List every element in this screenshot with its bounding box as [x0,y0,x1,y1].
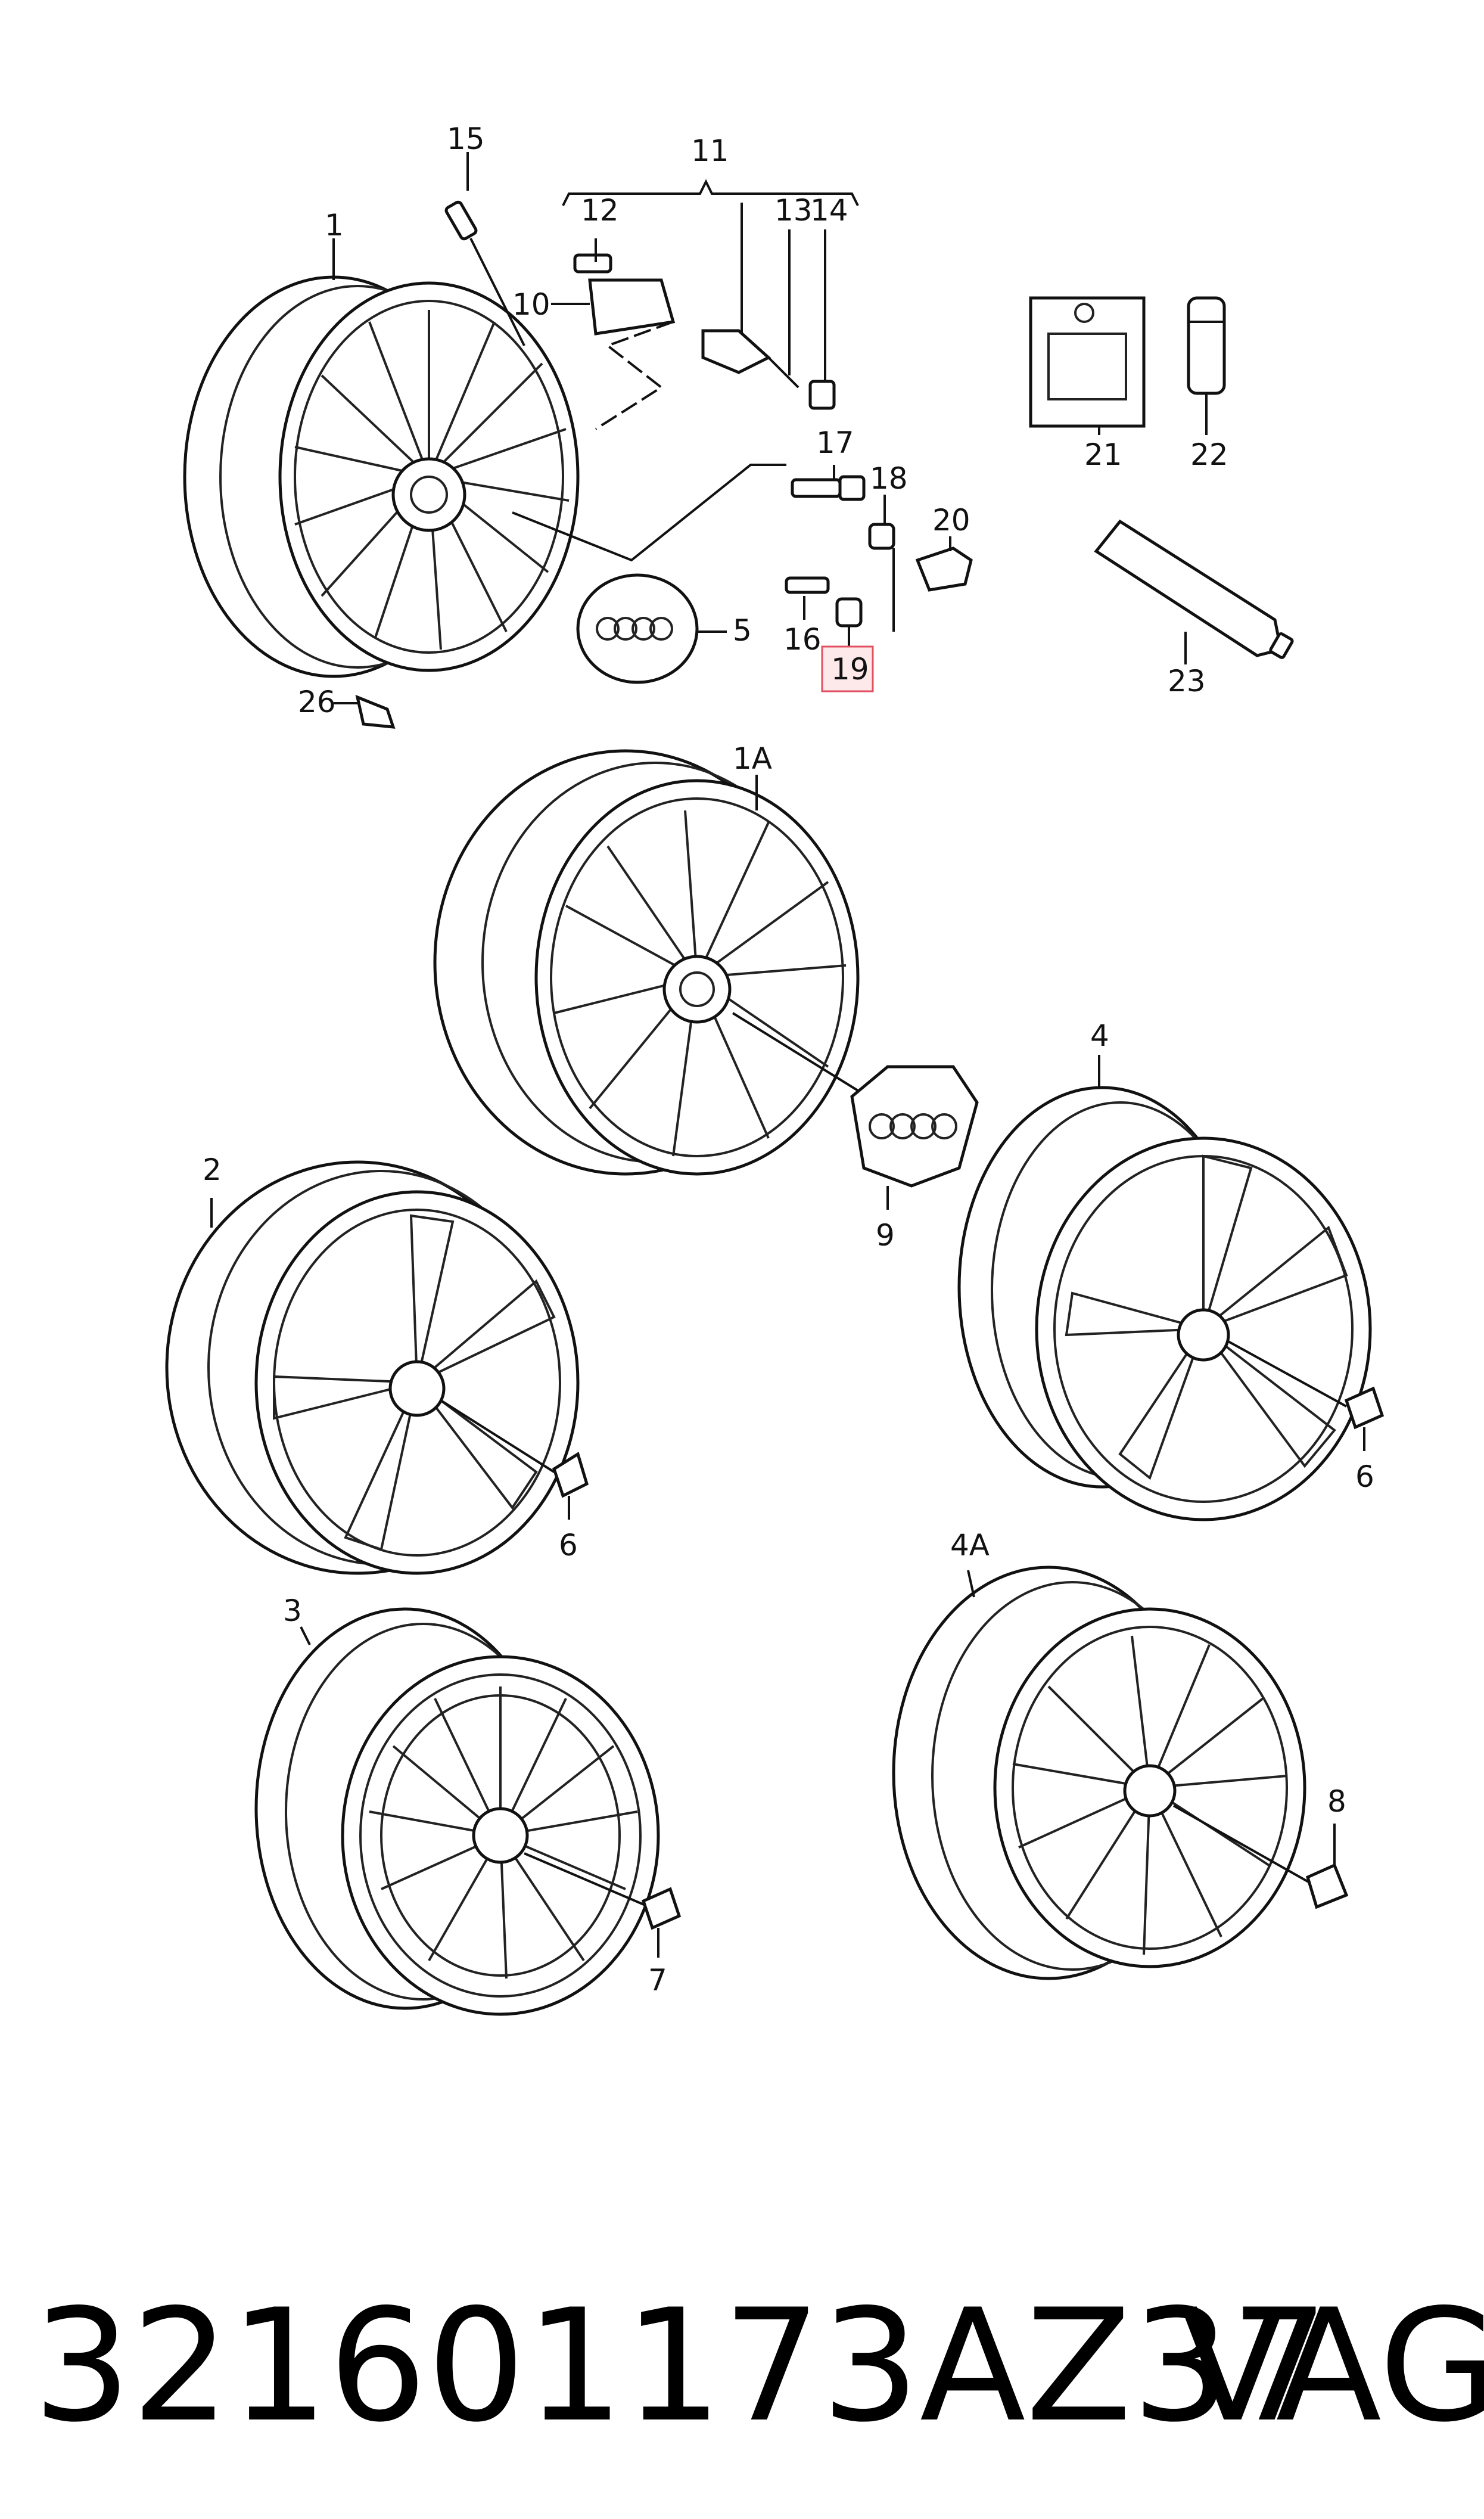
wheel-1A [433,749,860,1176]
label-9: 9 [876,1218,895,1253]
label-19: 19 [831,652,869,687]
label-7: 7 [648,1963,667,1998]
bolt-cap-7 [641,1887,682,1958]
label-1A: 1A [733,741,772,776]
tpms-sensor-10 [551,238,676,336]
part-number: 321601173AZ37 [33,2276,1329,2456]
label-2: 2 [203,1153,222,1187]
label-15: 15 [447,122,485,156]
highlight-box-19 [821,645,874,692]
screw-16 [785,576,830,620]
valve-stem-15 [444,152,525,346]
bolt-cap-6-right [1344,1386,1385,1451]
nut-18 [868,495,895,632]
bolt-17 [791,465,866,501]
brand: VAG [1180,2276,1484,2456]
label-5: 5 [733,613,752,648]
valve-26 [334,694,396,729]
label-4A: 4A [950,1528,990,1563]
wheel-4A [892,1566,1311,1980]
tube-23 [1094,519,1294,664]
label-22: 22 [1190,437,1228,472]
wheel-2 [165,1160,580,1575]
center-cap-5 [576,573,727,684]
valve-13-cap-14 [701,203,836,410]
cap-19 [835,597,863,647]
wheel-4 [957,1086,1372,1521]
label-26: 26 [298,685,336,719]
label-12: 12 [581,193,619,228]
label-20: 20 [932,503,970,538]
label-3: 3 [283,1594,302,1628]
bolt-cap-6-left [552,1452,589,1520]
bolt-cap-8 [1305,1824,1349,1909]
label-11: 11 [691,133,729,168]
wheel-1 [183,275,580,678]
label-6-left: 6 [559,1528,578,1563]
label-16: 16 [783,622,822,657]
wheel-3 [254,1607,660,2016]
label-21: 21 [1084,437,1122,472]
label-10: 10 [512,287,550,322]
label-6-right: 6 [1355,1459,1374,1494]
center-cap-9 [850,1065,979,1210]
label-13: 13 [774,193,813,228]
clip-20 [915,536,973,592]
label-18: 18 [870,461,908,496]
label-23: 23 [1168,664,1206,698]
label-8: 8 [1327,1784,1346,1819]
label-17: 17 [816,425,854,460]
label-1: 1 [325,208,344,243]
label-14: 14 [810,193,848,228]
label-4: 4 [1090,1018,1109,1053]
package-21 [1029,296,1146,435]
cylinder-22 [1187,296,1226,435]
